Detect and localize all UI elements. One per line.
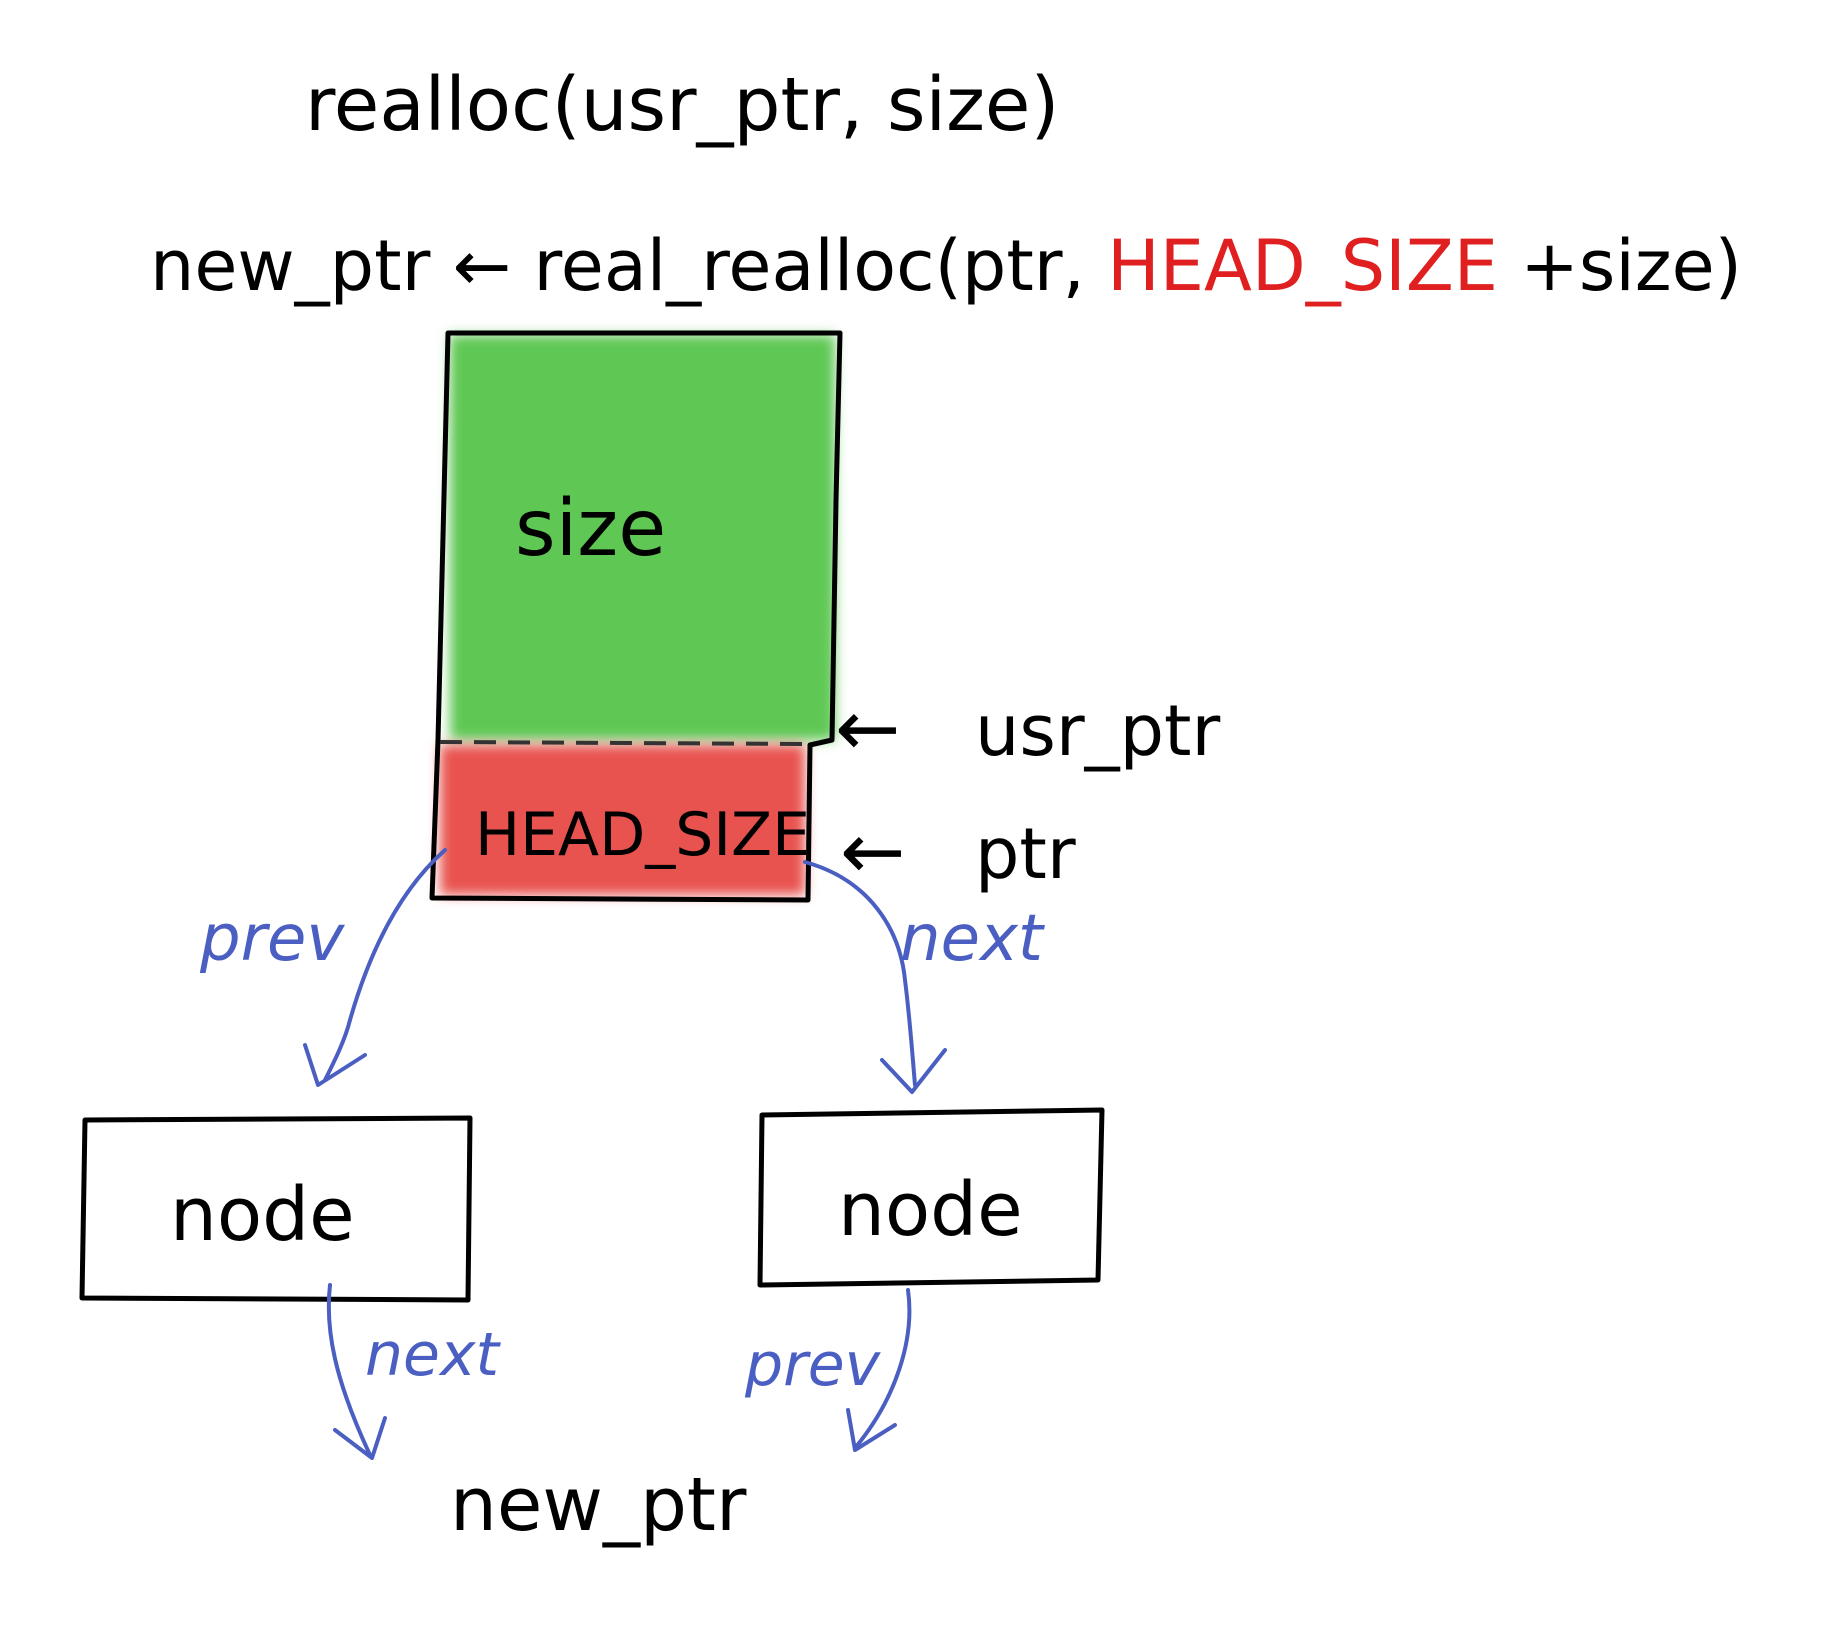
size-region [450, 335, 835, 740]
prev-to-new-ptr-arrow [853, 1288, 912, 1450]
head-size-label: HEAD_SIZE [475, 800, 810, 870]
prev-to-new-ptr-label: prev [744, 1330, 882, 1400]
usr-ptr-arrow: ← [835, 684, 900, 774]
heading-assign-head: HEAD_SIZE [1107, 225, 1498, 307]
next-to-new-ptr-label: next [365, 1320, 501, 1390]
next-link-arrowhead [880, 1048, 947, 1094]
next-to-new-ptr-arrow [326, 1283, 372, 1457]
next-link-arrow [803, 860, 917, 1087]
heading-assign-arrow: ← [453, 225, 512, 307]
next-to-new-ptr-arrowhead [333, 1416, 387, 1460]
heading-call: realloc(usr_ptr, size) [305, 62, 1059, 148]
prev-link-arrowhead [303, 1043, 367, 1087]
right-node-box [757, 1107, 1105, 1288]
prev-to-new-ptr-arrowhead [846, 1408, 897, 1452]
memory-block-outline [429, 330, 843, 903]
heading-assign-fn: real_realloc(ptr, [534, 225, 1085, 307]
heading-assign-lhs: new_ptr [150, 225, 431, 307]
left-node-box [79, 1115, 473, 1303]
head-size-region [440, 745, 805, 895]
heading-assignment: new_ptr ← real_realloc(ptr, HEAD_SIZE +s… [150, 225, 1742, 307]
right-node-label: node [838, 1167, 1023, 1253]
usr-ptr-separator [439, 740, 813, 746]
usr-ptr-label: usr_ptr [975, 690, 1220, 772]
prev-link-label: prev [199, 902, 345, 976]
left-node-label: node [170, 1172, 355, 1258]
prev-link-arrow [323, 848, 447, 1082]
next-link-label: next [900, 902, 1046, 976]
new-ptr-label: new_ptr [450, 1462, 747, 1548]
ptr-label: ptr [975, 813, 1076, 895]
heading-assign-tail: +size) [1520, 225, 1742, 307]
size-label: size [515, 484, 666, 574]
